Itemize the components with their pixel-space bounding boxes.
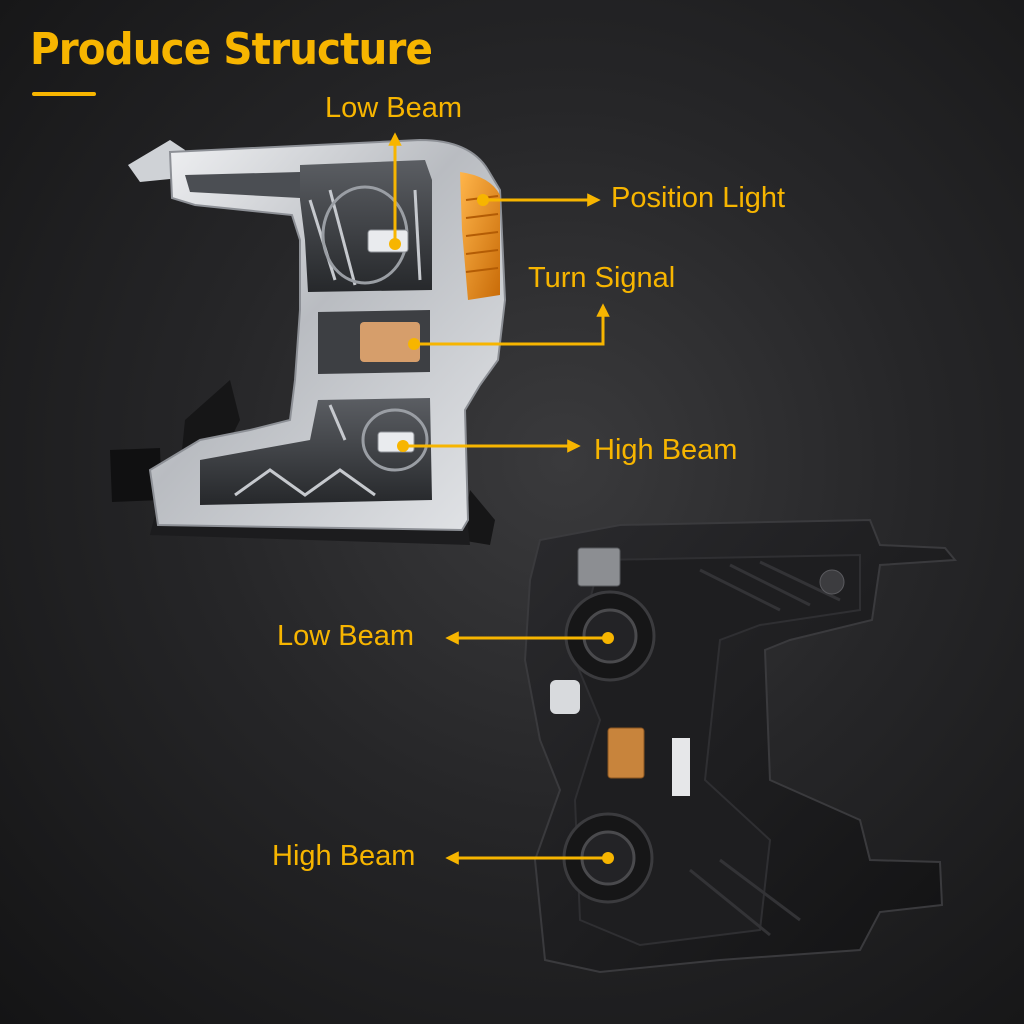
front-bracket-bottom xyxy=(460,490,495,545)
front-turn-bulb xyxy=(360,322,420,362)
dot-rear-high-beam xyxy=(602,852,614,864)
front-mount-tab xyxy=(110,448,162,502)
front-high-beam-bulb xyxy=(377,431,415,453)
callout-dots xyxy=(389,194,614,864)
callout-lines xyxy=(388,132,610,865)
rear-barcode-label xyxy=(672,738,690,796)
rear-orange-connector xyxy=(607,727,645,779)
rear-connector xyxy=(577,547,621,587)
front-upper-strip xyxy=(185,172,300,198)
label-turn-signal: Turn Signal xyxy=(528,262,676,294)
title-underline xyxy=(32,92,96,96)
label-rear-low-beam: Low Beam xyxy=(277,620,415,652)
front-position-light-ribs xyxy=(465,195,499,273)
dot-turn-signal xyxy=(408,338,420,350)
page-title: Produce Structure xyxy=(30,24,433,75)
rear-white-plug xyxy=(550,680,580,714)
dot-front-low-beam xyxy=(389,238,401,250)
front-headlight xyxy=(110,138,507,545)
callout-turn-signal xyxy=(414,303,610,346)
label-rear-high-beam: High Beam xyxy=(272,840,416,872)
rear-adjuster xyxy=(819,569,845,595)
dot-rear-low-beam xyxy=(602,632,614,644)
front-upper-lens xyxy=(300,160,432,292)
label-front-high-beam: High Beam xyxy=(594,434,738,466)
label-front-low-beam: Low Beam xyxy=(325,92,463,124)
dot-position-light xyxy=(477,194,489,206)
dot-front-high-beam xyxy=(397,440,409,452)
rear-ribs xyxy=(689,560,841,937)
front-lower-reflector xyxy=(234,404,429,497)
label-position-light: Position Light xyxy=(611,182,786,214)
rear-housing xyxy=(523,518,958,974)
front-low-beam-bulb xyxy=(367,229,409,253)
front-upper-reflector xyxy=(308,185,422,286)
